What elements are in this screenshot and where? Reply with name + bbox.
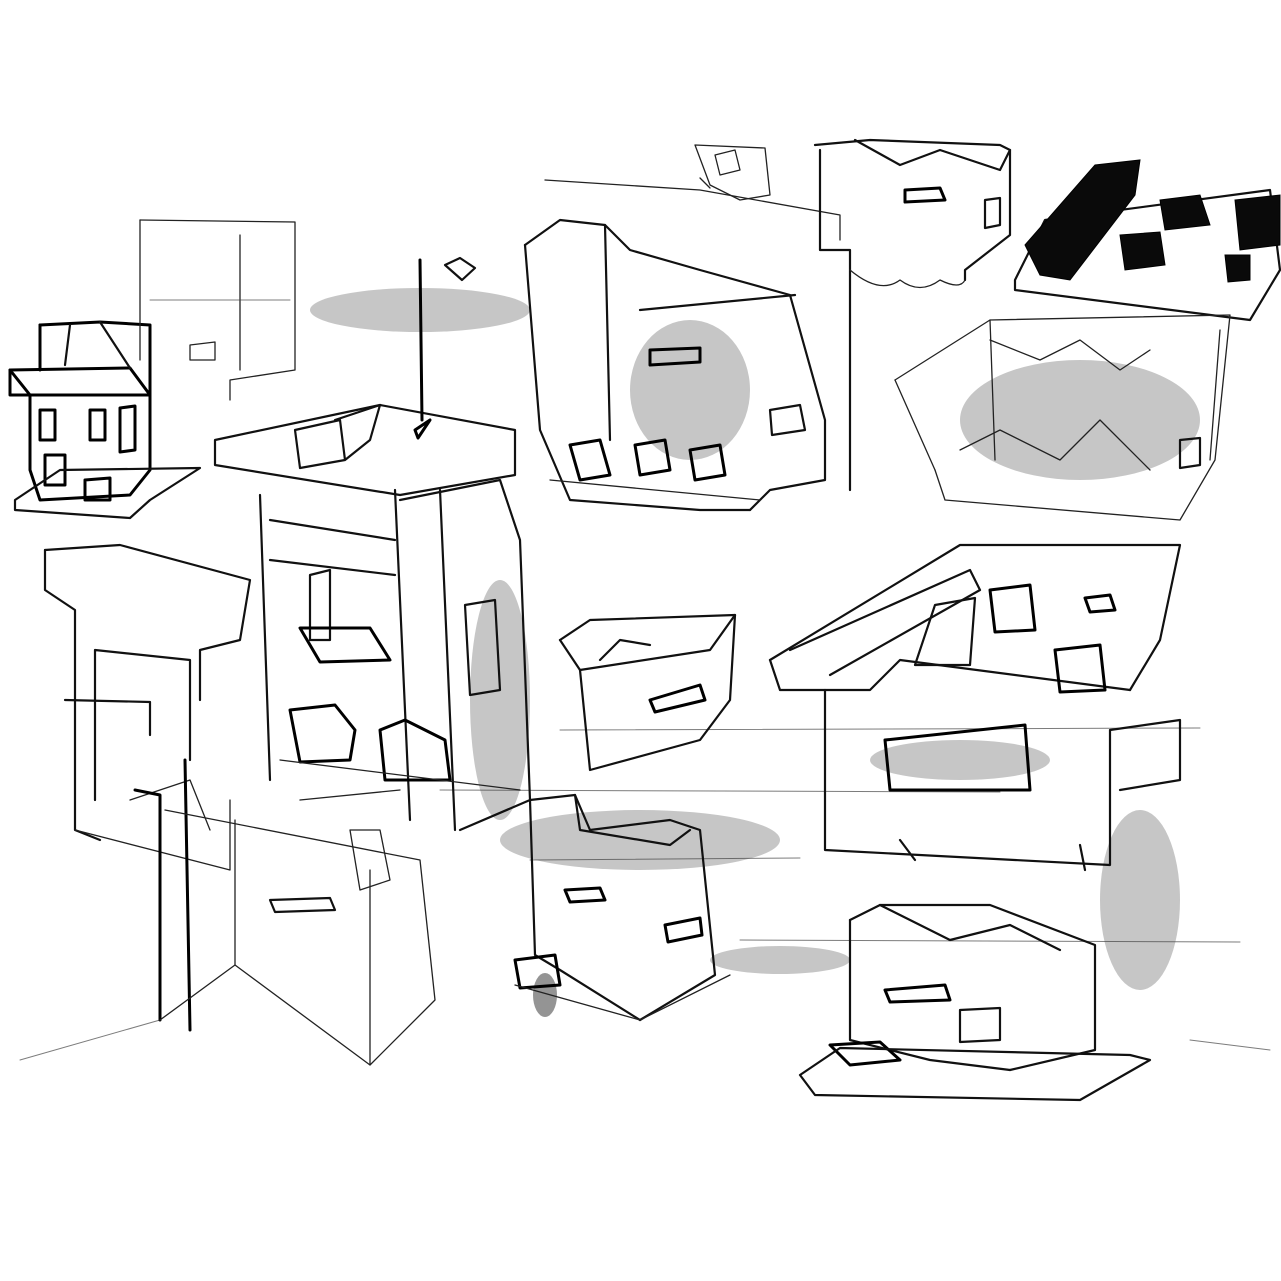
tall-tower-center-left — [213, 256, 532, 832]
ink-smudges — [310, 288, 1200, 1017]
small-building-top-left — [8, 320, 202, 520]
wireframe-volume-right — [894, 314, 1231, 521]
small-tower-top — [694, 144, 771, 201]
wireframe-block-lower-left — [159, 809, 436, 1066]
arched-building-left — [43, 543, 252, 1032]
stepped-building-top-center — [523, 179, 841, 512]
plinth-structure-right — [768, 543, 1182, 872]
hatched-roof-plan-top-right — [1013, 159, 1281, 322]
box-building-top-right — [813, 138, 1012, 492]
block-building-lower-center — [513, 793, 731, 1022]
wireframe-building-upper-left — [139, 219, 296, 401]
scan-streaks — [19, 727, 1271, 1061]
building-on-base-lower-right — [798, 903, 1152, 1102]
block-building-center — [558, 613, 737, 772]
